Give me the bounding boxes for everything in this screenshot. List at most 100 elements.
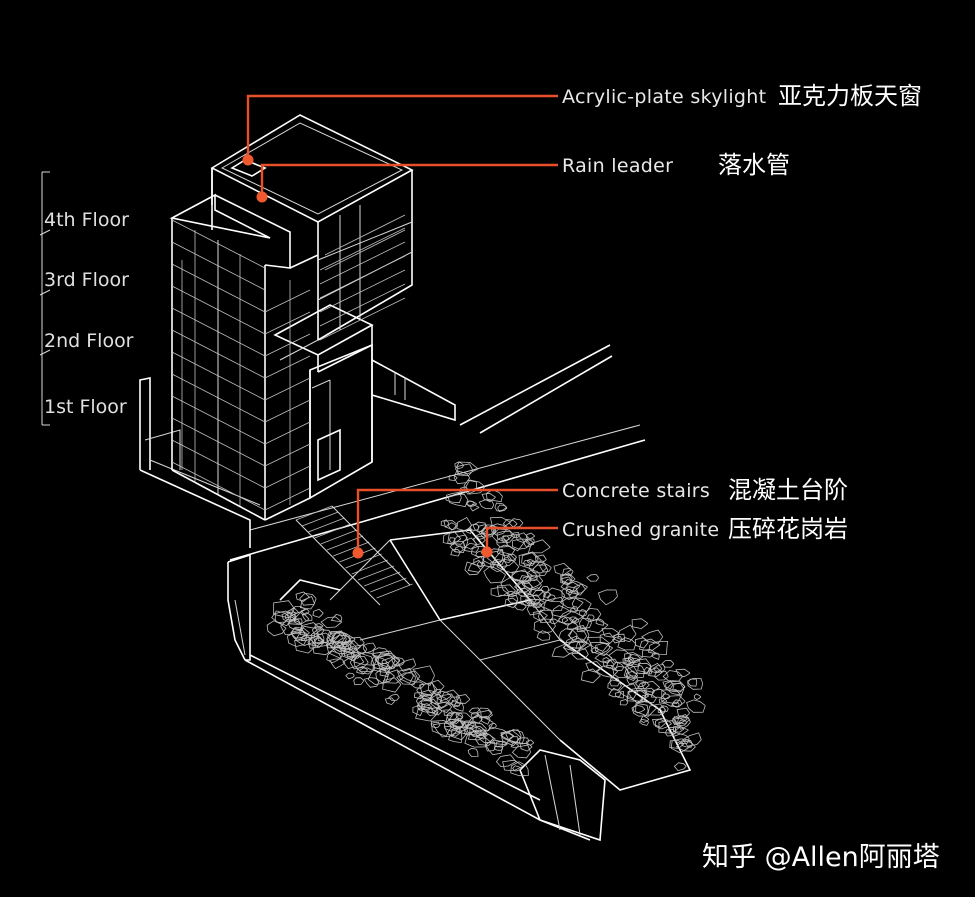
linework — [532, 602, 543, 608]
linework — [502, 759, 524, 772]
floor-label-4: 4th Floor — [44, 209, 129, 231]
linework — [447, 493, 469, 508]
linework — [264, 465, 311, 489]
linework — [412, 665, 435, 687]
linework — [421, 694, 433, 702]
linework — [637, 662, 652, 673]
linework — [636, 681, 650, 689]
linework — [430, 721, 441, 728]
linework — [613, 633, 625, 642]
linework — [519, 575, 532, 585]
linework — [308, 517, 345, 533]
linework — [470, 523, 480, 532]
linework — [507, 594, 519, 604]
linework — [447, 529, 468, 545]
linework — [331, 505, 411, 586]
linework — [519, 742, 533, 752]
linework — [526, 602, 545, 616]
linework — [375, 668, 395, 684]
linework — [345, 672, 355, 680]
linework — [617, 637, 637, 651]
linework — [464, 561, 482, 576]
linework — [447, 731, 463, 744]
linework — [602, 657, 611, 664]
linework — [447, 522, 457, 531]
linework — [687, 678, 704, 690]
linework — [532, 589, 546, 601]
marker-stairs — [352, 547, 364, 559]
tower — [169, 114, 456, 521]
linework — [319, 241, 406, 285]
linework — [494, 502, 508, 512]
linework — [631, 703, 649, 717]
linework — [295, 505, 333, 521]
linework — [357, 565, 395, 581]
linework — [445, 491, 462, 504]
linework — [590, 646, 599, 654]
linework — [681, 739, 693, 748]
linework — [530, 598, 546, 607]
linework — [673, 725, 685, 733]
label-rain-zh: 落水管 — [718, 151, 790, 179]
linework — [673, 733, 690, 744]
linework — [388, 693, 400, 701]
linework — [429, 692, 442, 704]
linework — [330, 614, 343, 622]
linework — [671, 701, 680, 708]
linework — [560, 579, 588, 596]
linework — [602, 659, 615, 669]
linework — [658, 697, 668, 705]
marker-skylight — [242, 154, 254, 166]
linework — [668, 726, 677, 735]
linework — [607, 679, 622, 691]
linework — [473, 556, 485, 567]
linework — [611, 661, 625, 672]
linework — [472, 714, 483, 724]
linework — [326, 631, 351, 649]
linework — [473, 535, 486, 546]
linework — [673, 717, 691, 730]
linework — [558, 615, 569, 624]
linework — [474, 733, 496, 746]
linework — [595, 618, 605, 626]
linework — [336, 641, 348, 649]
linework — [496, 537, 508, 548]
linework — [617, 624, 637, 643]
linework — [295, 519, 381, 606]
linework — [560, 576, 573, 586]
linework — [376, 583, 413, 599]
linework — [496, 530, 512, 543]
linework — [320, 616, 343, 629]
linework — [264, 311, 311, 335]
linework — [477, 732, 494, 744]
linework — [599, 632, 615, 645]
linework — [332, 641, 354, 655]
linework — [307, 636, 325, 649]
linework — [578, 618, 592, 630]
linework — [575, 640, 591, 650]
linework — [455, 461, 479, 476]
linework — [586, 636, 610, 652]
linework — [543, 596, 564, 612]
linework — [557, 610, 584, 626]
leader-granite — [485, 526, 558, 552]
linework — [624, 663, 645, 679]
label-skylight-zh: 亚克力板天窗 — [778, 82, 922, 110]
linework — [549, 618, 559, 624]
linework — [661, 695, 686, 708]
linework — [349, 655, 369, 670]
linework — [673, 762, 687, 772]
linework — [506, 590, 518, 598]
linework — [382, 669, 404, 684]
linework — [443, 520, 458, 531]
linework — [463, 542, 480, 553]
linework — [464, 730, 487, 748]
linework — [601, 628, 620, 638]
linework — [558, 628, 578, 644]
linework — [515, 532, 529, 543]
linework — [319, 255, 406, 299]
linework — [510, 569, 530, 582]
linework — [485, 741, 496, 752]
linework — [398, 658, 417, 672]
linework — [566, 581, 580, 593]
